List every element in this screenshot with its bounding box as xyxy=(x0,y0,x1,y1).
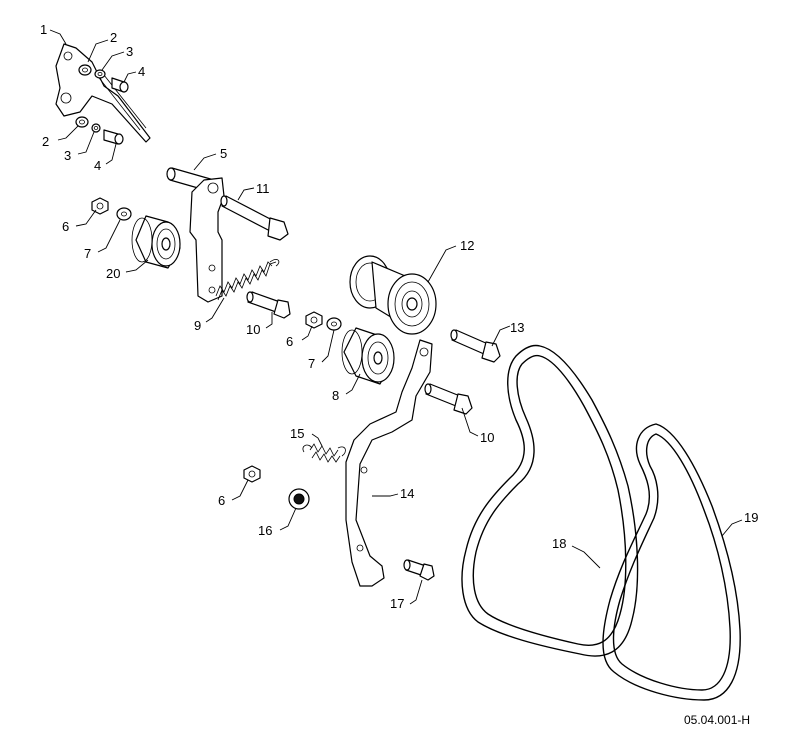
part-idler-pulley-8 xyxy=(341,327,395,385)
part-bushing-16 xyxy=(288,488,310,510)
part-bolt-lower xyxy=(103,129,124,145)
callout-15: 15 xyxy=(290,426,304,441)
callout-13: 13 xyxy=(510,320,524,335)
callout-3-upper: 3 xyxy=(126,44,133,59)
callout-6-lower: 6 xyxy=(218,493,225,508)
part-bolt-upper xyxy=(111,77,129,93)
callout-7-left: 7 xyxy=(84,246,91,261)
callout-11: 11 xyxy=(256,181,270,196)
callout-8: 8 xyxy=(332,388,339,403)
callout-1: 1 xyxy=(40,22,47,37)
part-spring-9 xyxy=(215,259,280,301)
part-bracket-plate xyxy=(55,43,151,143)
part-long-bolt-11 xyxy=(220,195,289,241)
callout-labels: 1 2 3 4 2 3 4 5 11 6 7 20 12 9 10 6 7 13… xyxy=(40,22,758,611)
part-spring-15 xyxy=(302,443,346,463)
part-tensioner-arm-14 xyxy=(345,339,433,587)
part-bolt-10-lower xyxy=(424,383,473,415)
part-washer-left xyxy=(116,207,132,221)
callout-14: 14 xyxy=(400,486,414,501)
part-nut-lower xyxy=(243,465,261,483)
callout-7-middle: 7 xyxy=(308,356,315,371)
part-nut-middle xyxy=(305,311,323,329)
part-bolt-13 xyxy=(450,329,501,363)
callout-16: 16 xyxy=(258,523,272,538)
leader-lines xyxy=(49,29,743,605)
part-washer-upper xyxy=(78,64,92,76)
callout-20: 20 xyxy=(106,266,120,281)
callout-6-middle: 6 xyxy=(286,334,293,349)
part-washer-middle xyxy=(326,317,342,331)
callout-4-upper: 4 xyxy=(138,64,145,79)
callout-10-upper: 10 xyxy=(246,322,260,337)
part-belt-19 xyxy=(602,423,741,701)
callout-2-upper: 2 xyxy=(110,30,117,45)
part-lock-washer-lower xyxy=(91,123,101,133)
drawing-id: 05.04.001-H xyxy=(684,713,750,727)
part-belt-18 xyxy=(461,344,639,657)
part-lock-washer-upper xyxy=(94,69,106,79)
callout-19: 19 xyxy=(744,510,758,525)
part-idler-arm xyxy=(166,167,225,303)
callout-4-lower: 4 xyxy=(94,158,101,173)
part-bolt-10-upper xyxy=(246,291,291,319)
part-double-pulley-12 xyxy=(349,255,437,335)
callout-5: 5 xyxy=(220,146,227,161)
callout-18: 18 xyxy=(552,536,566,551)
callout-2-lower: 2 xyxy=(42,134,49,149)
callout-12: 12 xyxy=(460,238,474,253)
callout-9: 9 xyxy=(194,318,201,333)
part-shoulder-bolt-17 xyxy=(403,559,435,581)
callout-6-left: 6 xyxy=(62,219,69,234)
callout-10-lower: 10 xyxy=(480,430,494,445)
part-pulley-20 xyxy=(131,215,181,269)
callout-3-lower: 3 xyxy=(64,148,71,163)
part-washer-lower xyxy=(75,116,89,128)
callout-17: 17 xyxy=(390,596,404,611)
